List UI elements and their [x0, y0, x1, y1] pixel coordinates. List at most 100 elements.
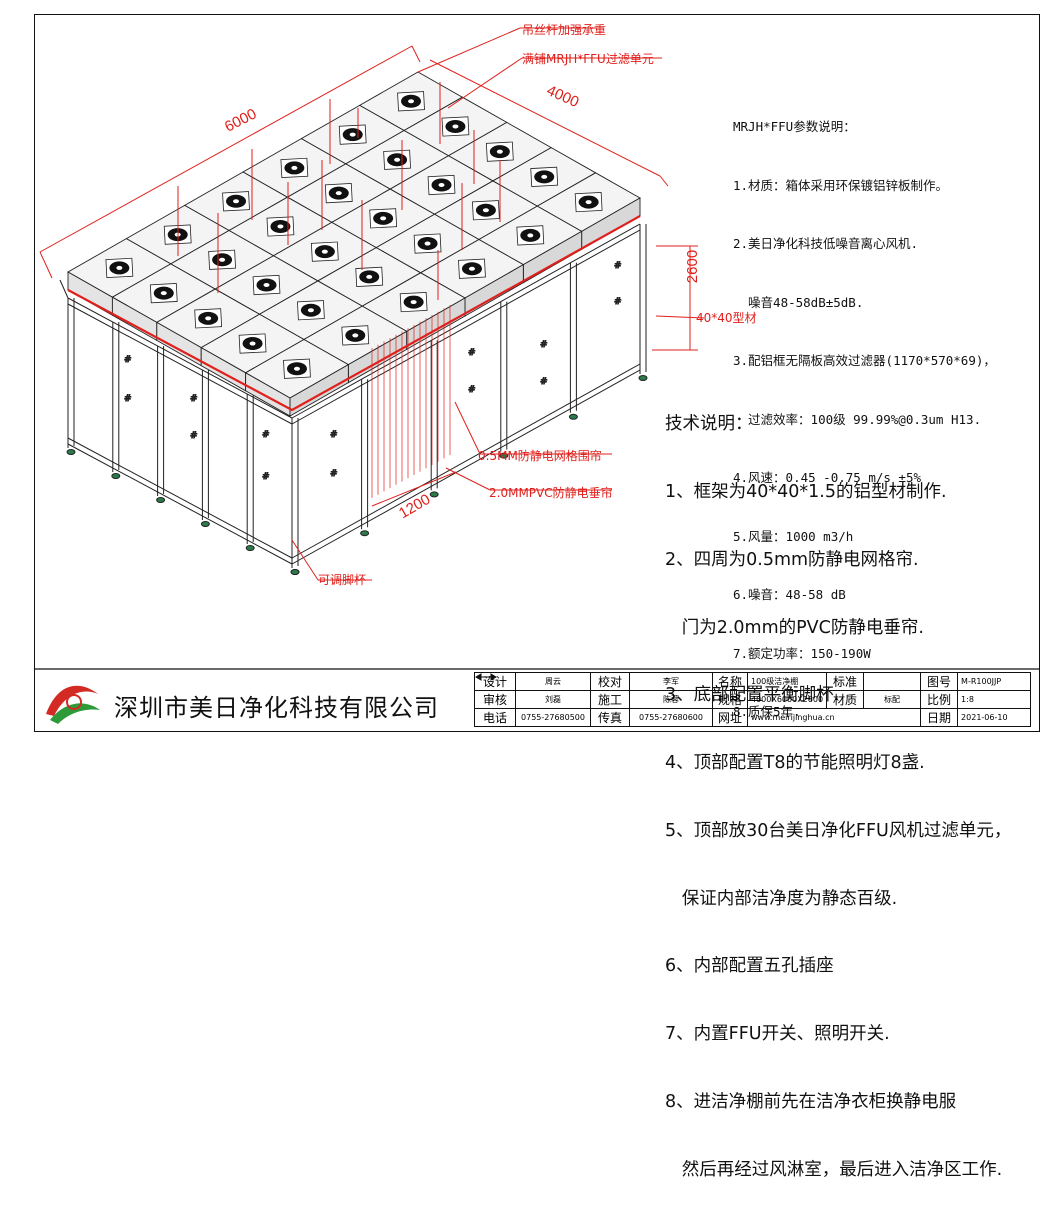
double-arrow-icon — [474, 672, 497, 681]
tech-line: 7、内置FFU开关、照明开关. — [665, 1024, 890, 1045]
ffu-fan-hub — [160, 291, 167, 296]
label-date: 日期 — [920, 708, 959, 727]
label-reviewer: 审核 — [474, 690, 516, 709]
ffu-fan-hub — [249, 341, 256, 346]
curtain-fastener-icon: # — [540, 377, 548, 387]
top-rail — [67, 303, 293, 425]
curtain-fastener-icon: # — [468, 348, 476, 358]
callout-adjustable-feet: 可调脚杯 — [318, 573, 367, 587]
dimension-extension — [659, 175, 669, 187]
value-drawing-no: M-R100JJP — [957, 672, 1032, 691]
params-line: 7.额定功率：150-190W — [733, 645, 871, 661]
ffu-module — [433, 180, 539, 240]
company-logo-icon — [46, 685, 100, 724]
label-phone: 电话 — [474, 708, 516, 727]
dimension-extension — [411, 45, 421, 63]
params-line: 2.美日净化科技低噪音离心风机. — [733, 236, 919, 251]
adjustable-foot-icon — [568, 413, 578, 420]
dimension-extension — [39, 251, 53, 279]
ffu-fan-hub — [307, 308, 314, 313]
adjustable-foot-icon — [66, 449, 76, 455]
params-line: 3.配铝框无隔板高效过滤器(1170*570*69)， — [733, 353, 996, 368]
ffu-fan-hub — [349, 132, 356, 137]
ffu-module — [419, 238, 525, 317]
label-spec: 规格 — [712, 690, 748, 709]
ffu-fan-hub — [424, 241, 431, 246]
ffu-fan-hub — [452, 124, 459, 129]
label-drawing-no: 图号 — [920, 672, 959, 691]
ffu-fan-hub — [219, 257, 226, 262]
ffu-module — [272, 221, 378, 282]
label-name: 名称 — [712, 672, 748, 691]
tech-line: 2、四周为0.5mm防静电网格帘. — [665, 549, 919, 570]
tech-line: 然后再经过风淋室，最后进入洁净区工作. — [665, 1159, 1003, 1180]
ffu-module — [375, 213, 480, 274]
tech-line: 1、框架为40*40*1.5的铝型材制作. — [665, 481, 947, 502]
ffu-fan-hub — [321, 249, 328, 254]
ffu-parameters: MRJH*FFU参数说明： 1.材质：箱体采用环保镀铝锌板制作。 2.美日净化科… — [733, 78, 996, 761]
ffu-module — [361, 272, 466, 351]
value-standard — [474, 672, 922, 691]
label-construction: 施工 — [590, 690, 630, 709]
top-rail — [67, 297, 293, 419]
ffu-fan-hub — [352, 333, 359, 338]
ffu-fan-hub — [527, 233, 534, 238]
ffu-module — [330, 188, 436, 249]
params-line: 4.风速：0.45 -0.75 m/s ±5% — [733, 470, 922, 485]
title-block-lines — [34, 668, 1040, 670]
ffu-fan-hub — [366, 274, 373, 279]
label-checker: 校对 — [590, 672, 630, 691]
leader-line — [417, 27, 521, 73]
curtain-fastener-icon: # — [614, 297, 622, 307]
tech-line: 门为2.0mm的PVC防静电垂帘. — [665, 617, 924, 638]
value-material: 标配 — [863, 690, 922, 709]
curtain-fastener-icon: # — [190, 431, 198, 441]
ffu-fan-hub — [468, 266, 475, 271]
leader-line — [447, 57, 523, 109]
adjustable-foot-icon — [290, 569, 300, 575]
callout-hanger-rod: 吊丝杆加强承重 — [522, 23, 607, 37]
adjustable-foot-icon — [429, 491, 439, 498]
ffu-module — [344, 130, 450, 190]
clean-booth-isometric-drawing: ############## — [39, 27, 705, 581]
curtain-fastener-icon: # — [468, 385, 476, 395]
dimension-line-length — [39, 45, 413, 253]
value-designer: 周云 — [515, 672, 591, 691]
ffu-module — [478, 205, 583, 284]
ffu-module — [228, 196, 333, 257]
ffu-module — [403, 96, 508, 157]
top-rail — [291, 229, 641, 425]
curtain-fastener-icon: # — [262, 430, 270, 440]
tech-line: 4、顶部配置T8的节能照明灯8盏. — [665, 753, 925, 774]
top-rail — [291, 223, 641, 419]
title-block-row: 电话 0755-27680500 传真 0755-27680600 网址 www… — [474, 708, 1032, 727]
callout-profile: 40*40型材 — [696, 311, 757, 325]
adjustable-foot-icon — [638, 375, 648, 381]
tech-line: 6、内部配置五孔插座 — [665, 956, 834, 977]
frame-post — [59, 279, 69, 299]
ffu-module — [536, 172, 641, 251]
title-block-row: 设计 周云 校对 李军 名称 100级洁净棚 标准 图号 M-R100JJP — [474, 672, 1032, 691]
value-reviewer: 刘磊 — [515, 690, 591, 709]
tech-line: 8、进洁净棚前先在洁净衣柜换静电服 — [665, 1092, 957, 1112]
ffu-fan-hub — [205, 316, 212, 321]
leader-line — [454, 401, 481, 455]
params-line: 噪音48-58dB±5dB. — [733, 294, 864, 310]
ffu-module — [214, 255, 319, 315]
label-material: 材质 — [826, 690, 865, 709]
ffu-fan-hub — [541, 174, 548, 179]
value-name: 100级洁净棚 — [746, 672, 828, 691]
title-block-row: 审核 刘磊 施工 陈蓉 规格 4000X6000X2600 材质 标配 比例 1… — [474, 690, 1032, 709]
ffu-module — [242, 138, 347, 198]
bottom-rail — [67, 443, 293, 565]
callout-ffu-full: 满铺MRJH*FFU过滤单元 — [522, 52, 654, 66]
adjustable-foot-icon — [111, 473, 121, 479]
ffu-fan-hub — [263, 283, 270, 287]
curtain-fastener-icon: # — [540, 340, 548, 350]
leader-line — [445, 467, 491, 491]
callout-pvc-curtain: 2.0MMPVC防静电垂帘 — [489, 486, 613, 500]
tech-title: 技术说明： — [665, 414, 753, 435]
ffu-module — [286, 163, 392, 223]
company-name: 深圳市美日净化科技有限公司 — [114, 694, 439, 722]
dimension-line-width — [429, 59, 661, 177]
